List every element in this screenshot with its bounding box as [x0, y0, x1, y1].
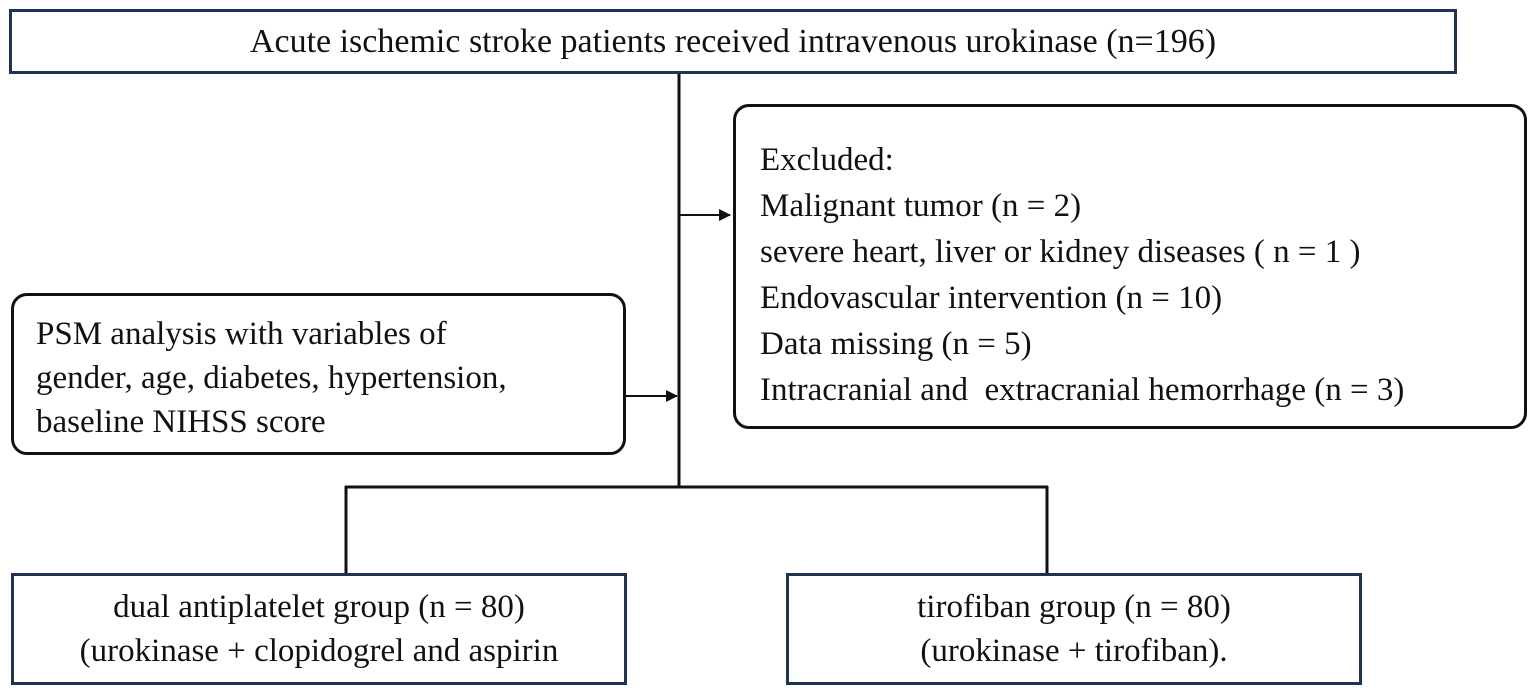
- excluded-box: Excluded: Malignant tumor (n = 2) severe…: [733, 104, 1527, 429]
- excluded-item: Endovascular intervention (n = 10): [760, 280, 1223, 316]
- excluded-heading: Excluded:: [760, 142, 894, 178]
- group-treatment: (urokinase + tirofiban).: [920, 633, 1228, 669]
- group-treatment: (urokinase + clopidogrel and aspirin: [79, 633, 559, 669]
- group-title: dual antiplatelet group (n = 80): [113, 589, 525, 625]
- excluded-item: Intracranial and extracranial hemorrhage…: [760, 372, 1405, 408]
- psm-text-line: gender, age, diabetes, hypertension,: [36, 360, 507, 396]
- enrollment-text: Acute ischemic stroke patients received …: [249, 22, 1217, 60]
- excluded-item: Data missing (n = 5): [760, 326, 1032, 362]
- psm-text-line: baseline NIHSS score: [36, 404, 326, 440]
- excluded-item: Malignant tumor (n = 2): [760, 188, 1082, 224]
- tirofiban-group-box: tirofiban group (n = 80) (urokinase + ti…: [786, 573, 1362, 685]
- psm-analysis-box: PSM analysis with variables of gender, a…: [11, 293, 626, 455]
- excluded-item: severe heart, liver or kidney diseases (…: [760, 234, 1361, 270]
- psm-text-line: PSM analysis with variables of: [36, 316, 447, 352]
- dual-antiplatelet-group-box: dual antiplatelet group (n = 80) (urokin…: [11, 573, 627, 685]
- enrollment-box: Acute ischemic stroke patients received …: [9, 9, 1457, 74]
- group-title: tirofiban group (n = 80): [917, 589, 1231, 625]
